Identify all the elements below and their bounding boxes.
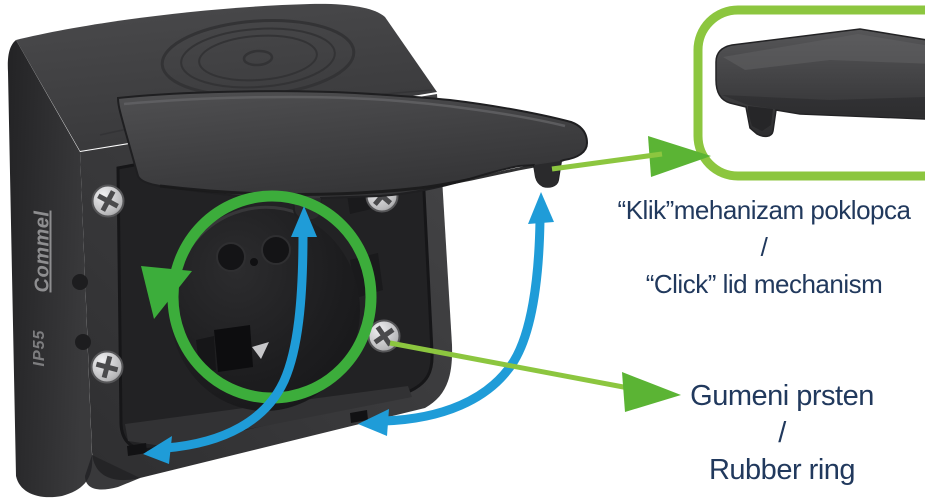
- detail-inset-frame: [648, 5, 925, 181]
- label-click-hr: “Klik”mehanizam poklopca: [617, 195, 911, 225]
- lid-swing-arrow-right: [358, 192, 554, 436]
- label-rubber-en: Rubber ring: [708, 454, 856, 486]
- lid-open: [116, 90, 589, 220]
- screw-bottom-left: [90, 350, 124, 384]
- ip-rating-label: IP55: [31, 329, 48, 367]
- socket-side-face: [7, 40, 93, 498]
- label-click-separator: /: [760, 232, 768, 262]
- arrowhead-left-right: [358, 409, 389, 436]
- seal-tab-right: [350, 410, 368, 423]
- rubber-arrowhead: [622, 372, 681, 412]
- label-rubber-ring: Gumeni prsten / Rubber ring: [652, 378, 912, 489]
- screw-top-left: [91, 184, 125, 218]
- rotation-arrowhead: [141, 266, 192, 319]
- inset-lid-top-highlight: [723, 34, 925, 70]
- label-click-mechanism: “Klik”mehanizam poklopca / “Click” lid m…: [604, 192, 924, 303]
- lid-swing-arrow-left: [143, 206, 317, 464]
- brand-logo: Commel: [31, 210, 54, 293]
- label-rubber-separator: /: [778, 417, 786, 449]
- callout-rubber: [389, 340, 681, 412]
- seal-tab-left: [127, 443, 147, 456]
- callout-click: [551, 151, 663, 172]
- label-rubber-hr: Gumeni prsten: [690, 380, 874, 412]
- detail-inset-lid: [715, 28, 925, 138]
- rubber-ring-ledge: [125, 386, 412, 446]
- pin-hole-right: [261, 235, 291, 265]
- inset-lid-click-hook: [748, 106, 773, 131]
- arrowhead-up-center: [291, 206, 317, 237]
- arrowhead-up-right: [528, 192, 554, 224]
- screw-bottom-right: [367, 319, 401, 353]
- label-click-en: “Click” lid mechanism: [645, 269, 883, 299]
- arrowhead-left-bottom: [143, 436, 172, 464]
- inset-pointer-arrowhead: [648, 136, 711, 177]
- pin-hole-left: [216, 242, 246, 272]
- lid-top-highlight: [123, 95, 566, 128]
- ground-contact-clip: [214, 325, 253, 372]
- lid-click-tab-right: [534, 161, 561, 188]
- metal-contact-glint: [252, 342, 269, 359]
